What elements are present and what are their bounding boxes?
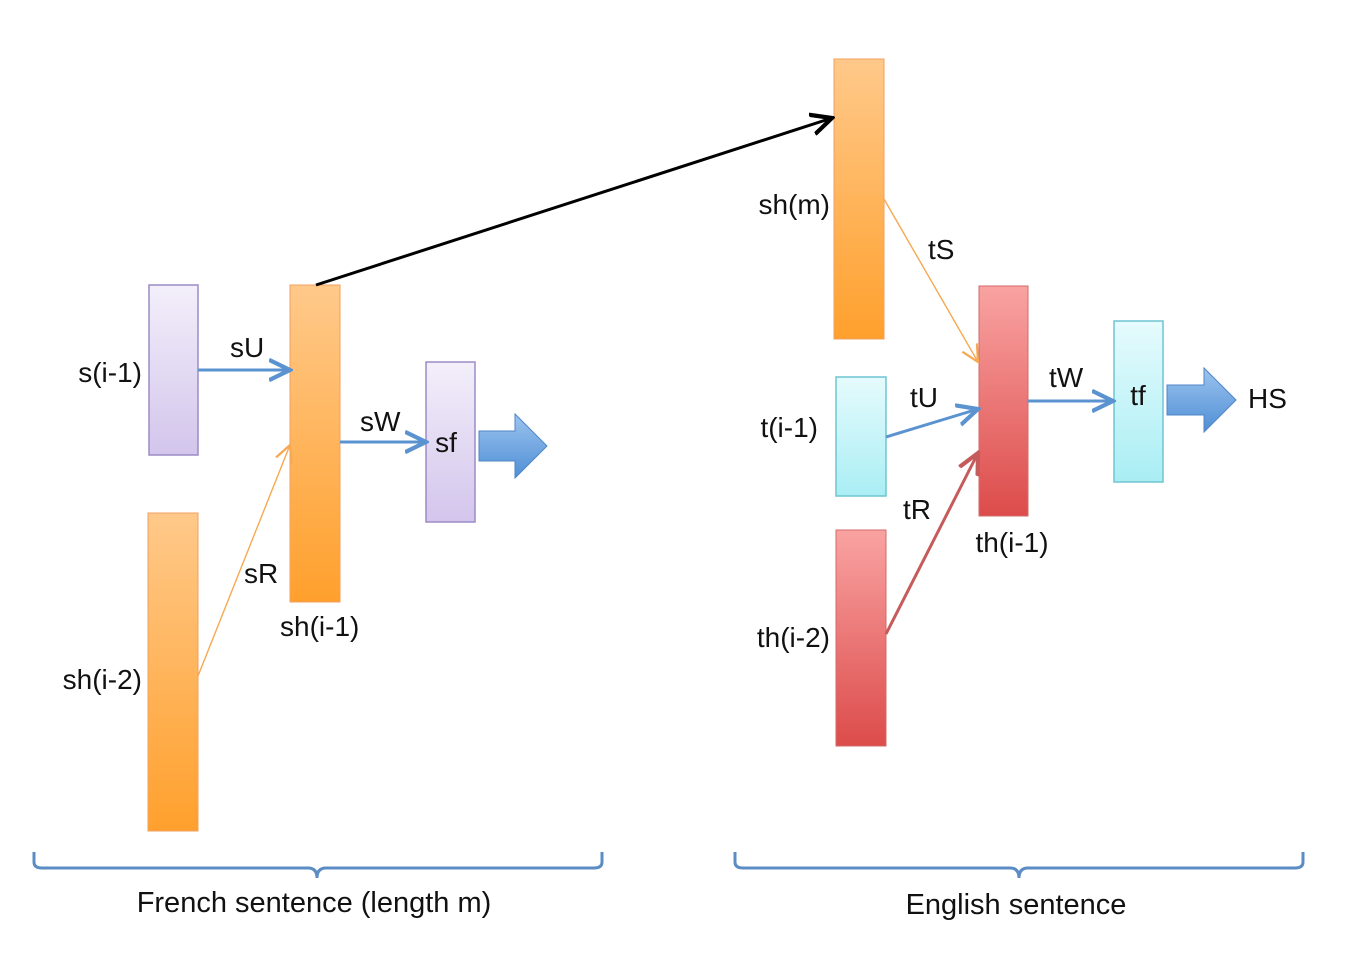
th-prev-node	[978, 285, 1029, 517]
t-prev-label: t(i-1)	[760, 412, 818, 443]
sh-prev-label: sh(i-1)	[280, 611, 359, 642]
tf-node	[1113, 320, 1164, 483]
tR-label: tR	[903, 494, 931, 525]
tU-edge	[885, 409, 978, 439]
tU-label: tU	[910, 382, 938, 413]
sh-m-node	[833, 58, 885, 340]
sR-label: sR	[244, 558, 278, 589]
sf-label: sf	[435, 427, 457, 458]
tS-label: tS	[928, 234, 954, 265]
target-caption: English sentence	[906, 889, 1127, 921]
sR-edge	[197, 445, 290, 677]
s-prev-label: s(i-1)	[78, 357, 142, 388]
sf-output-arrow	[478, 412, 548, 480]
source-caption: French sentence (length m)	[137, 887, 492, 919]
sh-prev2-label: sh(i-2)	[63, 664, 142, 695]
tS-edge	[883, 198, 978, 362]
source-brace	[32, 852, 604, 879]
hs-output-label: HS	[1248, 383, 1287, 414]
context-edge	[315, 118, 832, 287]
tf-label: tf	[1130, 380, 1146, 411]
tW-label: tW	[1049, 362, 1084, 393]
sh-m-label: sh(m)	[758, 189, 830, 220]
sh-prev2-node	[147, 512, 199, 832]
tf-output-arrow	[1166, 366, 1237, 434]
th-prev-label: th(i-1)	[975, 527, 1048, 558]
tR-edge	[884, 453, 978, 635]
t-prev-node	[835, 376, 887, 497]
sU-label: sU	[230, 332, 264, 363]
sf-node	[425, 361, 476, 523]
target-brace	[733, 852, 1305, 879]
th-prev2-label: th(i-2)	[757, 622, 830, 653]
th-prev2-node	[835, 529, 887, 747]
s-prev-node	[148, 284, 199, 456]
sh-prev-node	[289, 284, 341, 603]
sW-label: sW	[360, 406, 401, 437]
